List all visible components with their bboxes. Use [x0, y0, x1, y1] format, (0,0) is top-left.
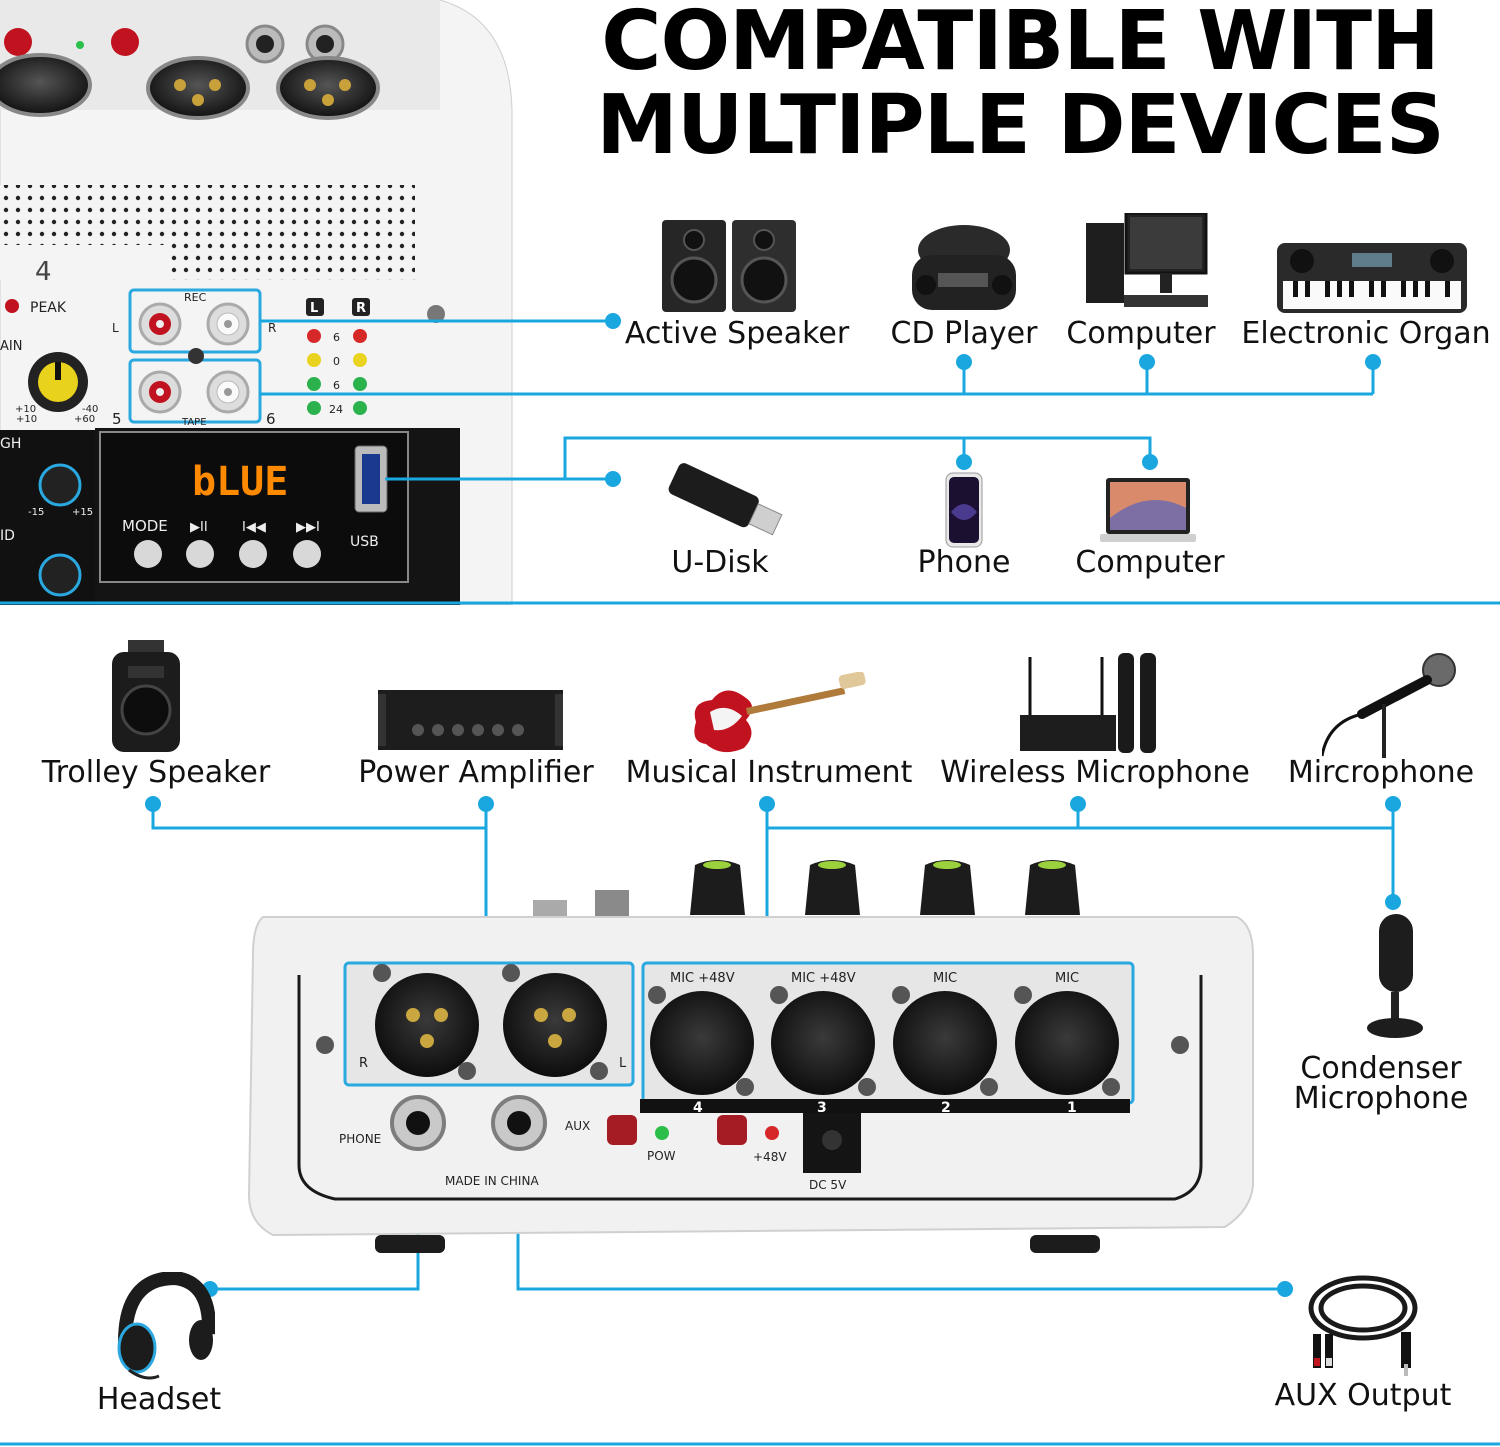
meter-label-2: 0 [333, 355, 340, 368]
xlr-right-label: R [359, 1056, 368, 1071]
combo-number-2: 2 [941, 1100, 951, 1116]
dc-input-label: DC 5V [809, 1178, 847, 1192]
laptop-icon [1100, 478, 1196, 542]
device-label-active-speaker: Active Speaker [624, 316, 850, 351]
smartphone-icon [945, 472, 983, 548]
rec-left-label: L [112, 321, 119, 335]
combo-number-1: 1 [1067, 1100, 1077, 1116]
mixer-back-panel-image: R L MIC +48V MIC +48V MIC MIC 4 3 2 1 PH… [247, 860, 1254, 1253]
combo-label-3: MIC +48V [791, 971, 856, 986]
title-line-1: COMPATIBLE WITH [601, 0, 1439, 89]
combo-label-1: MIC [1055, 971, 1079, 986]
rec-right-label: R [268, 321, 276, 335]
rec-label: REC [184, 291, 207, 304]
tape-label: TAPE [181, 417, 207, 428]
meter-left-label: L [310, 301, 318, 316]
electronic-keyboard-icon [1277, 243, 1467, 313]
player-display: bLUE [192, 459, 288, 505]
page-title: COMPATIBLE WITH MULTIPLE DEVICES [560, 0, 1480, 168]
device-label-laptop: Computer [1075, 545, 1225, 580]
device-label-power-amplifier: Power Amplifier [358, 755, 594, 790]
gain-label: AIN [0, 339, 22, 354]
channel-6-label: 6 [266, 410, 276, 428]
channel-4-label: 4 [35, 257, 52, 287]
device-label-phone: Phone [917, 545, 1011, 580]
combo-number-3: 3 [817, 1100, 827, 1116]
trolley-speaker-icon [112, 640, 180, 752]
meter-label-4: 24 [329, 403, 343, 416]
device-label-condenser-microphone: Condenser Microphone [1293, 1051, 1469, 1116]
meter-right-label: R [356, 301, 366, 316]
device-label-computer: Computer [1066, 316, 1216, 351]
gain-max-label: -40 [82, 404, 98, 415]
meter-label-3: 6 [333, 379, 340, 392]
high-eq-label: GH [0, 436, 21, 452]
cd-player-icon [912, 225, 1016, 310]
device-label-u-disk: U-Disk [671, 545, 769, 580]
wireless-microphone-icon [1020, 653, 1156, 753]
phantom-switch-label: +48V [753, 1150, 787, 1164]
peak-label: PEAK [30, 300, 67, 316]
next-label: ▶▶I [296, 520, 320, 535]
gain-min-label: +10 [15, 404, 36, 415]
made-in-label: MADE IN CHINA [445, 1174, 539, 1188]
title-line-2: MULTIPLE DEVICES [596, 78, 1445, 173]
meter-label-1: 6 [333, 331, 340, 344]
channel-5-label: 5 [112, 410, 122, 428]
aux-cable-icon [1308, 1275, 1418, 1376]
gain-sub-max-label: +60 [74, 414, 95, 425]
device-label-cd-player: CD Player [890, 316, 1038, 351]
headset-icon [117, 1272, 215, 1380]
device-label-trolley-speaker: Trolley Speaker [41, 755, 271, 790]
device-label-electronic-organ: Electronic Organ [1241, 316, 1491, 351]
gain-sub-min-label: +10 [16, 414, 37, 425]
phone-jack-label: PHONE [339, 1132, 381, 1146]
microphone-icon [1322, 653, 1456, 758]
usb-port-label: USB [350, 534, 379, 550]
power-switch-label: POW [647, 1149, 676, 1163]
combo-number-4: 4 [693, 1100, 703, 1116]
mid-eq-label: ID [0, 528, 15, 544]
play-pause-label: ▶II [190, 520, 208, 535]
device-label-wireless-microphone: Wireless Microphone [940, 755, 1250, 790]
mode-button-label: MODE [122, 517, 168, 535]
condenser-microphone-icon [1367, 914, 1423, 1038]
eq-max-label: +15 [72, 507, 93, 518]
mixer-top-view-image: PEAK AIN +10 -40 +10 +60 GH ID -15 +15 R… [0, 0, 513, 605]
xlr-left-label: L [619, 1056, 627, 1071]
studio-monitor-speakers-icon [662, 220, 796, 312]
prev-label: I◀◀ [242, 520, 266, 535]
device-label-headset: Headset [96, 1382, 222, 1417]
aux-jack-label: AUX [565, 1119, 590, 1133]
combo-label-4: MIC +48V [670, 971, 735, 986]
combo-label-2: MIC [933, 971, 957, 986]
eq-min-label: -15 [28, 507, 44, 518]
desktop-computer-icon [1086, 213, 1208, 307]
device-label-musical-instrument: Musical Instrument [625, 755, 913, 790]
device-label-aux-output: AUX Output [1274, 1378, 1452, 1413]
electric-guitar-icon [694, 672, 866, 753]
device-label-microphone: Mircrophone [1287, 755, 1475, 790]
power-amplifier-icon [378, 690, 563, 750]
usb-flash-drive-icon [668, 463, 783, 536]
